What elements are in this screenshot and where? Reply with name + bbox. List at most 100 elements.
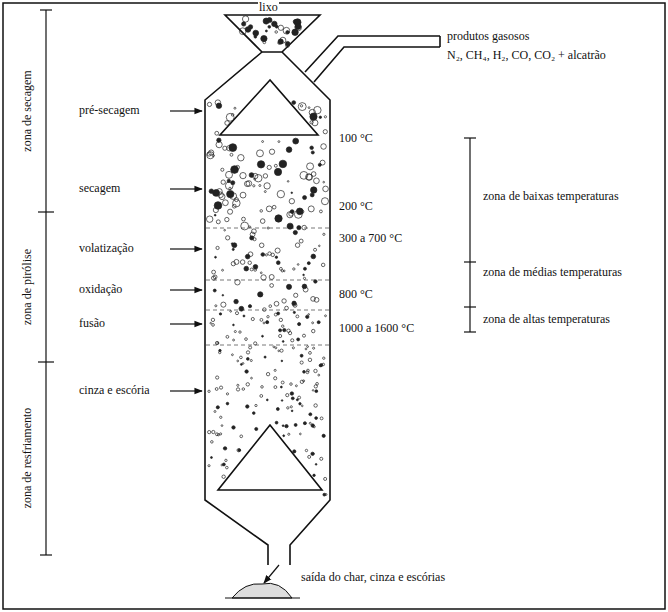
waste-particle bbox=[275, 31, 278, 34]
waste-particle bbox=[260, 219, 265, 224]
waste-particle bbox=[231, 114, 234, 117]
waste-particle bbox=[311, 297, 316, 302]
waste-particle bbox=[320, 417, 323, 420]
waste-particle bbox=[219, 386, 222, 389]
waste-particle bbox=[253, 185, 255, 187]
waste-particle bbox=[231, 166, 239, 174]
waste-particle bbox=[308, 107, 310, 109]
stage-label: secagem bbox=[78, 182, 121, 195]
zone-label: zona de resfriamento bbox=[21, 407, 34, 510]
waste-particle bbox=[323, 130, 327, 134]
waste-particle bbox=[291, 397, 294, 400]
temperature-label: 100 °C bbox=[338, 132, 374, 145]
waste-particle bbox=[278, 141, 280, 143]
waste-particle bbox=[221, 180, 225, 184]
waste-particle bbox=[262, 141, 264, 143]
waste-particle bbox=[302, 225, 307, 230]
waste-particle bbox=[208, 390, 210, 392]
waste-particle bbox=[317, 321, 320, 324]
waste-particle bbox=[239, 331, 241, 333]
waste-particle bbox=[323, 233, 325, 235]
waste-particle bbox=[295, 23, 301, 29]
waste-particle bbox=[291, 192, 293, 194]
waste-particle bbox=[267, 18, 272, 23]
ground-line bbox=[225, 598, 300, 599]
waste-particle bbox=[309, 413, 312, 416]
waste-particle bbox=[322, 435, 324, 437]
waste-particle bbox=[296, 399, 298, 401]
waste-particle bbox=[216, 376, 219, 379]
waste-particle bbox=[251, 377, 253, 379]
waste-particle bbox=[274, 168, 281, 175]
waste-particle bbox=[269, 275, 274, 280]
waste-particle bbox=[248, 305, 251, 308]
waste-particle bbox=[281, 325, 283, 327]
waste-particle bbox=[239, 306, 244, 311]
waste-particle bbox=[324, 477, 327, 480]
waste-particle bbox=[323, 186, 329, 192]
waste-particle bbox=[299, 433, 301, 435]
waste-particle bbox=[287, 181, 289, 183]
waste-particle bbox=[314, 248, 317, 251]
waste-particle bbox=[293, 311, 295, 313]
waste-particle bbox=[315, 463, 317, 465]
waste-particle bbox=[236, 388, 239, 391]
waste-particle bbox=[248, 252, 253, 257]
waste-particle bbox=[222, 269, 224, 271]
waste-particle bbox=[313, 474, 315, 476]
waste-particle bbox=[274, 377, 277, 380]
waste-particle bbox=[312, 390, 314, 392]
temperature-label: 1000 a 1600 °C bbox=[338, 322, 415, 335]
waste-particle bbox=[297, 338, 300, 341]
waste-particle bbox=[307, 262, 310, 265]
waste-particle bbox=[312, 329, 315, 332]
waste-particle bbox=[307, 163, 314, 170]
waste-particle bbox=[254, 269, 257, 272]
stage-label: pré-secagem bbox=[78, 104, 141, 117]
waste-particle bbox=[303, 267, 306, 270]
waste-particle bbox=[311, 254, 316, 259]
waste-particle bbox=[293, 268, 295, 270]
waste-particle bbox=[218, 192, 224, 198]
waste-particle bbox=[229, 144, 237, 152]
waste-particle bbox=[300, 105, 302, 107]
waste-particle bbox=[260, 318, 263, 321]
waste-particle bbox=[291, 410, 293, 412]
temperature-zone-label: zona de médias temperaturas bbox=[482, 266, 623, 279]
waste-particle bbox=[220, 416, 222, 418]
waste-particle bbox=[261, 386, 264, 389]
waste-particle bbox=[262, 335, 264, 337]
waste-particle bbox=[266, 399, 268, 401]
waste-particle bbox=[231, 243, 233, 245]
waste-particle bbox=[245, 370, 248, 373]
waste-particle bbox=[275, 215, 282, 222]
waste-particle bbox=[225, 459, 227, 461]
waste-particle bbox=[265, 30, 267, 32]
waste-particle bbox=[316, 382, 319, 385]
waste-particle bbox=[216, 406, 219, 409]
waste-particle bbox=[245, 254, 250, 259]
reactor-outline bbox=[205, 15, 440, 565]
waste-particle bbox=[242, 388, 245, 391]
waste-particle bbox=[232, 243, 237, 248]
waste-particle bbox=[237, 449, 240, 452]
waste-particle bbox=[305, 449, 307, 451]
waste-particle bbox=[302, 334, 305, 337]
temperature-label: 300 a 700 °C bbox=[338, 232, 403, 245]
waste-particle bbox=[321, 263, 325, 267]
stage-label: oxidação bbox=[78, 283, 123, 296]
waste-particle bbox=[225, 217, 229, 221]
waste-particle bbox=[290, 392, 293, 395]
zone-label: zona de secagem bbox=[21, 69, 34, 152]
waste-particle bbox=[242, 22, 246, 26]
waste-particle bbox=[297, 226, 301, 230]
waste-particle bbox=[267, 227, 269, 229]
waste-particle bbox=[263, 174, 267, 178]
stage-label: cinza e escória bbox=[78, 384, 151, 397]
waste-particle bbox=[234, 107, 236, 109]
waste-particle bbox=[263, 308, 267, 312]
waste-particle bbox=[275, 256, 277, 258]
waste-particle bbox=[238, 155, 244, 161]
waste-particle bbox=[325, 315, 327, 317]
waste-particle bbox=[226, 335, 229, 338]
